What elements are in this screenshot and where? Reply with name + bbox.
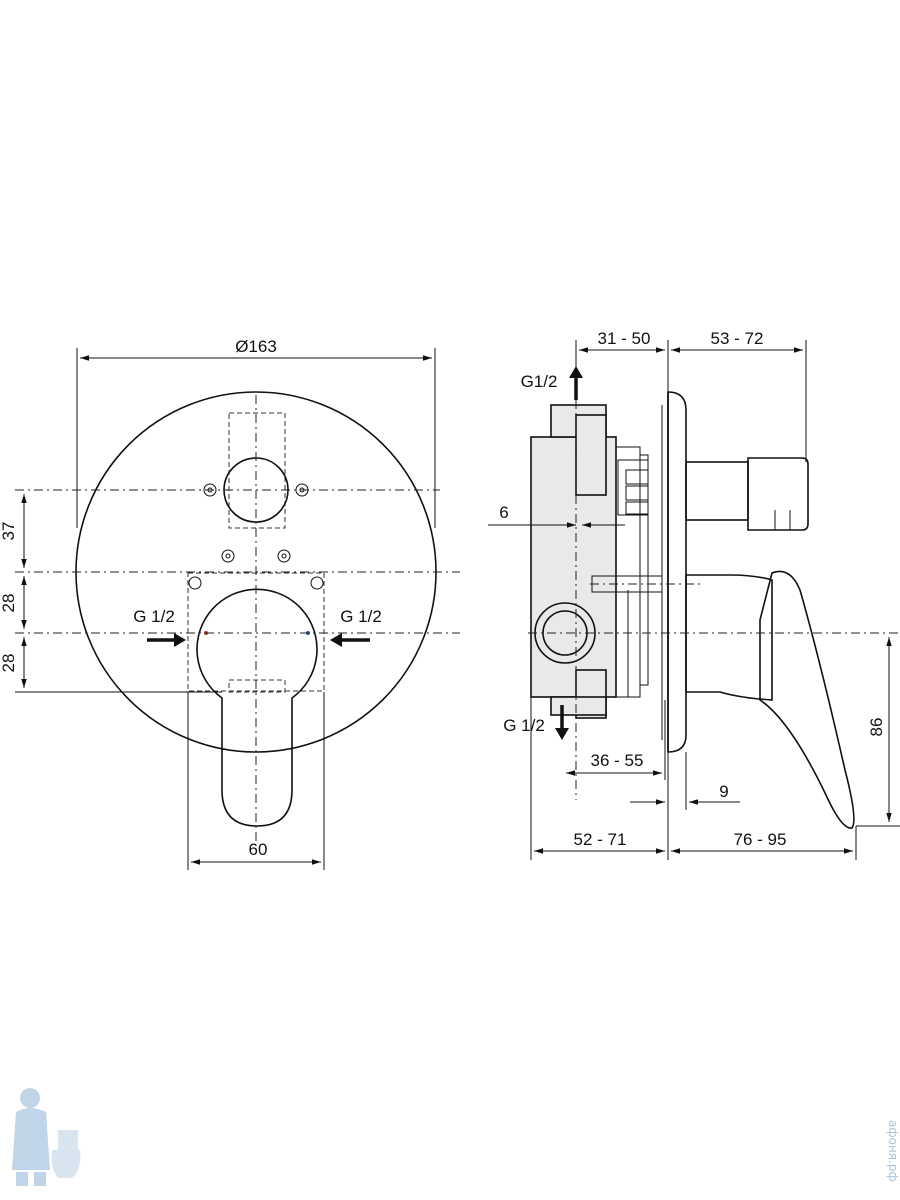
mounting-lugs xyxy=(188,483,324,590)
inlet-arrow-right xyxy=(330,633,370,647)
dim-28-lower-label: 28 xyxy=(0,654,18,673)
outlet-arrow-top xyxy=(569,366,583,400)
width-60-label: 60 xyxy=(249,840,268,859)
dim-9-label: 9 xyxy=(719,782,728,801)
dim-86-label: 86 xyxy=(867,718,886,737)
inlet-right-label: G 1/2 xyxy=(340,607,382,626)
dim-52-71-label: 52 - 71 xyxy=(574,830,627,849)
cover-plate-side xyxy=(667,391,687,753)
lever-body xyxy=(685,574,773,701)
dim-76-95-label: 76 - 95 xyxy=(734,830,787,849)
plumber-mascot-icon xyxy=(12,1088,81,1186)
dim-6-label: 6 xyxy=(499,503,508,522)
watermark-text: афоня.рф xyxy=(886,1120,900,1182)
diameter-label: Ø163 xyxy=(235,337,277,356)
hidden-lower-box xyxy=(228,679,286,693)
handle-lever xyxy=(196,588,318,827)
side-view: 31 - 50 53 - 72 G1/2 xyxy=(488,329,900,860)
dim-36-55-label: 36 - 55 xyxy=(591,751,644,770)
inlet-arrow-left xyxy=(147,633,186,647)
hidden-upper-box xyxy=(228,412,286,529)
outlet-arrow-bottom xyxy=(555,705,569,740)
front-view: Ø163 37 28 28 xyxy=(0,337,460,870)
dim-28-upper-label: 28 xyxy=(0,594,18,613)
diverter-knob xyxy=(747,457,809,531)
dim-37-label: 37 xyxy=(0,522,18,541)
dim-31-50-label: 31 - 50 xyxy=(598,329,651,348)
lever-arm xyxy=(759,570,855,829)
outlet-top-label: G1/2 xyxy=(521,372,558,391)
outlet-bottom-label: G 1/2 xyxy=(503,716,545,735)
inlet-left-label: G 1/2 xyxy=(133,607,175,626)
diverter-shaft xyxy=(685,461,749,521)
cartridge-connector xyxy=(617,459,649,516)
dim-53-72-label: 53 - 72 xyxy=(711,329,764,348)
